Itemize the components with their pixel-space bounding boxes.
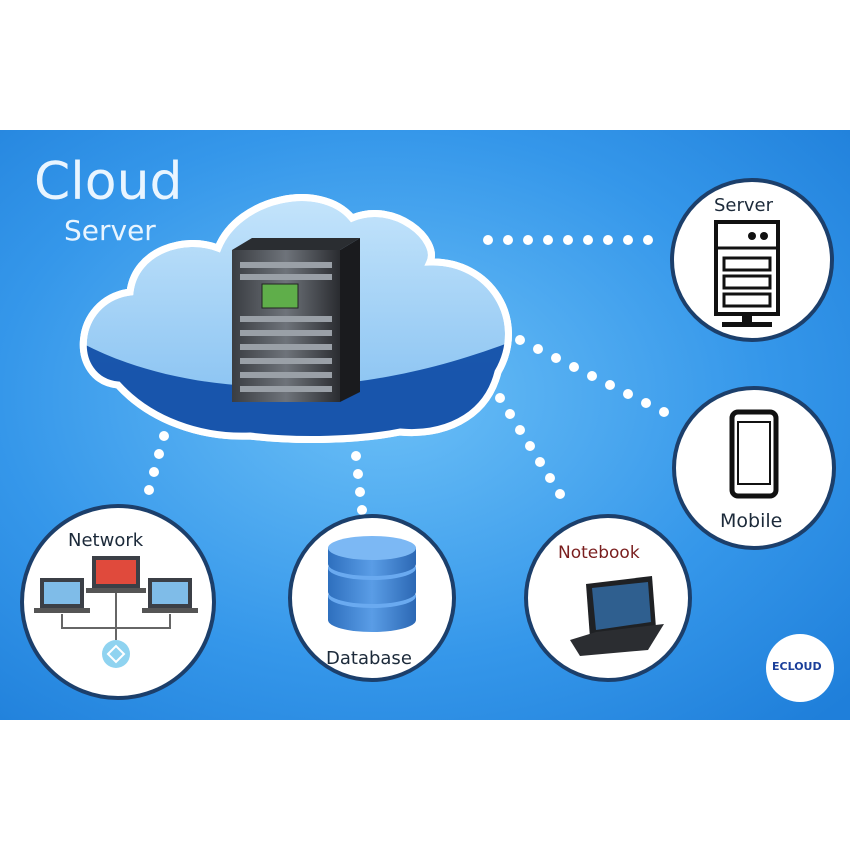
server-tower-icon — [232, 238, 360, 402]
diagram-subtitle: Server — [64, 214, 156, 247]
logo-text: ECLOUD — [772, 660, 822, 673]
node-label-database: Database — [326, 648, 412, 669]
node-label-network: Network — [68, 530, 144, 551]
diagram-title: Cloud — [34, 152, 183, 212]
logo-badge — [766, 634, 834, 702]
node-label-server: Server — [714, 195, 774, 216]
connectors — [144, 235, 669, 515]
server-rack-icon — [714, 220, 780, 327]
mobile-phone-icon — [729, 409, 779, 499]
node-label-mobile: Mobile — [720, 510, 783, 532]
node-label-notebook: Notebook — [558, 543, 640, 563]
database-icon — [328, 536, 416, 632]
laptop-icon — [570, 576, 664, 656]
network-icon — [34, 556, 198, 668]
